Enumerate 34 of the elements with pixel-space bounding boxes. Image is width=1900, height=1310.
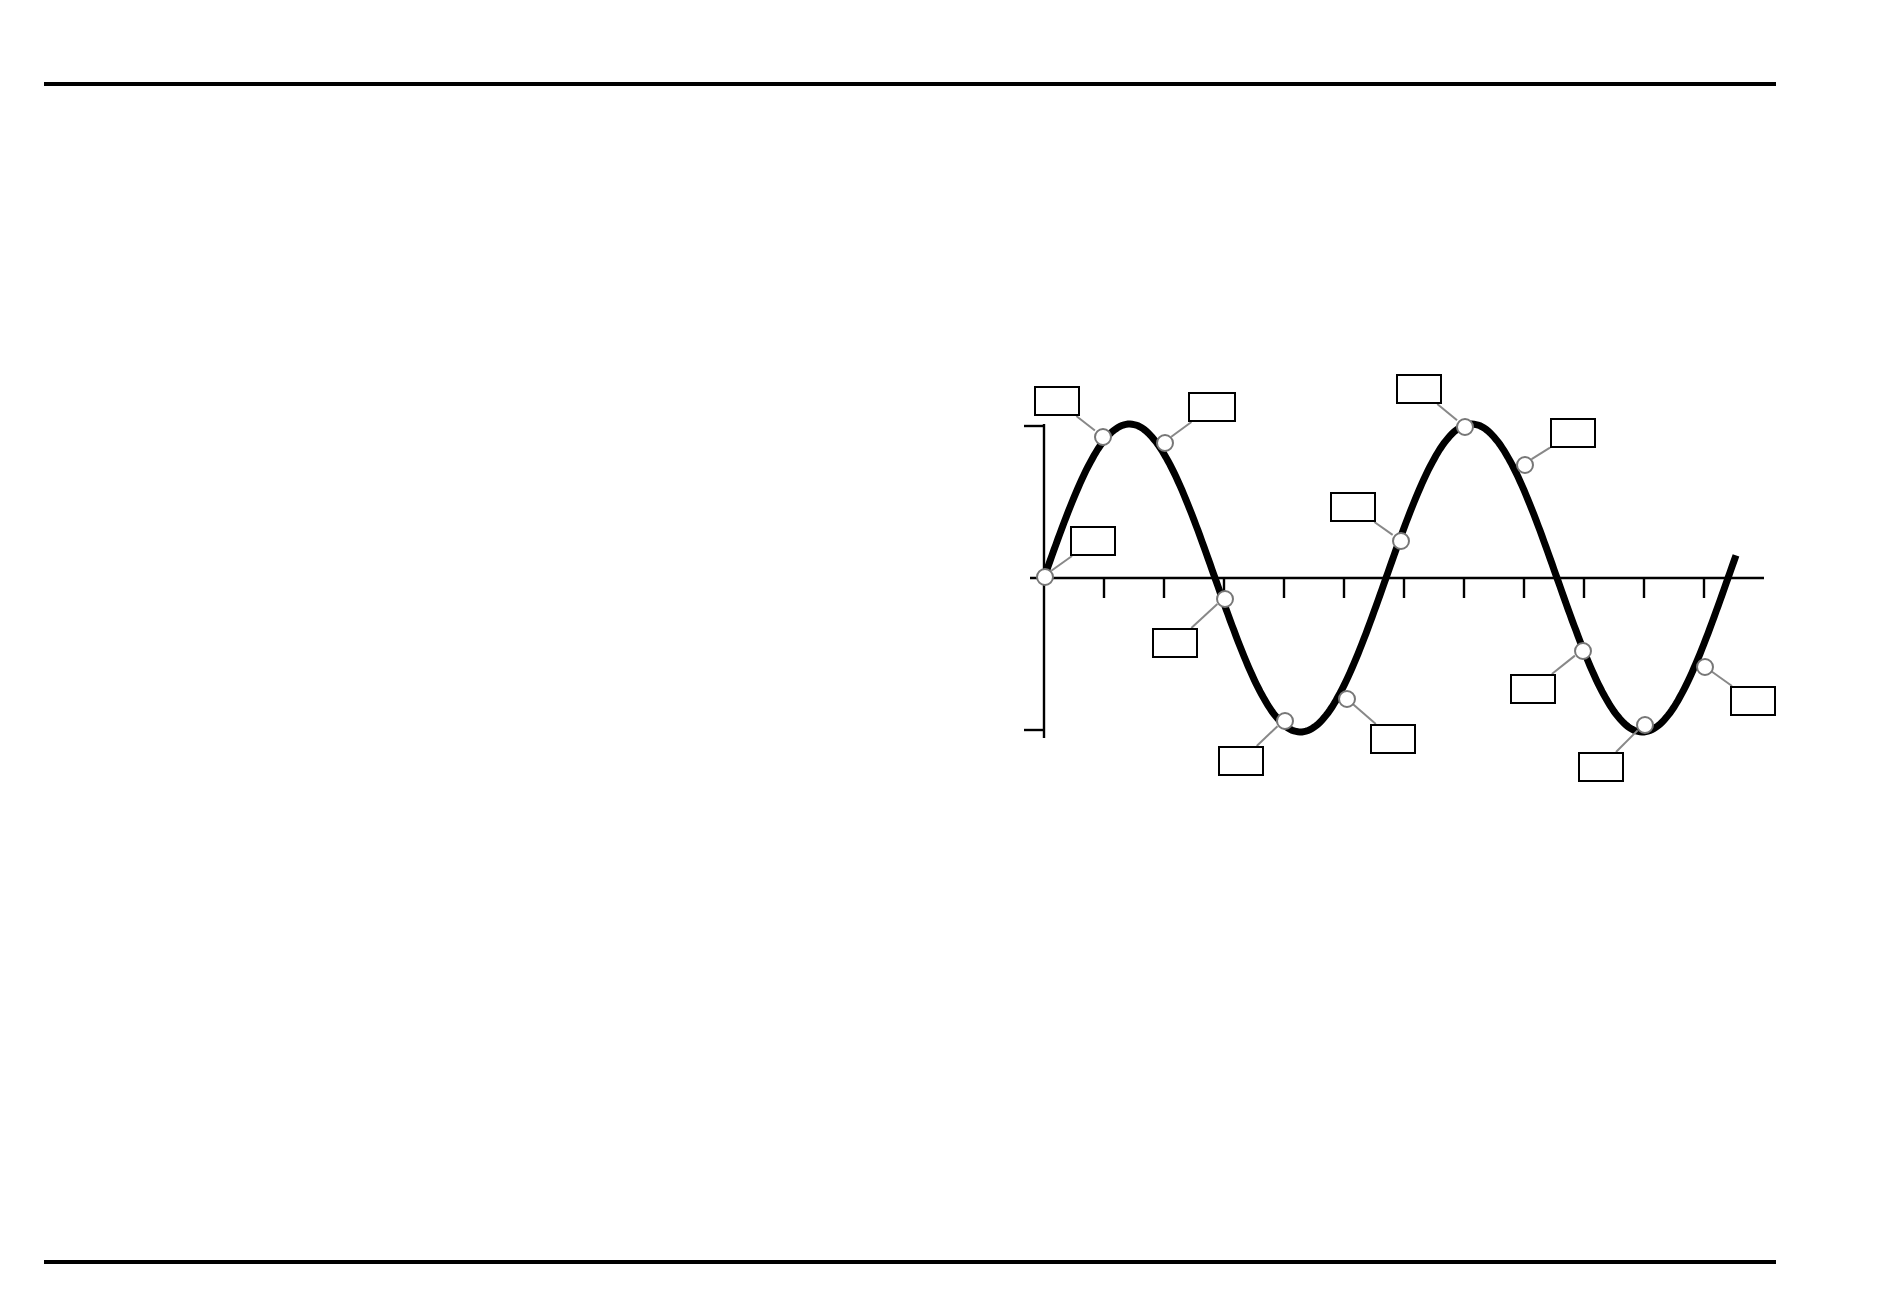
empty-label-box: [1578, 752, 1624, 782]
leader-line: [1190, 603, 1219, 629]
empty-label-box: [1330, 492, 1376, 522]
leader-line: [1351, 702, 1377, 725]
leader-line: [1550, 654, 1576, 675]
point-marker: [1635, 715, 1653, 733]
empty-label-box: [1550, 418, 1596, 448]
leader-line: [1255, 725, 1279, 747]
leader-line: [1050, 555, 1073, 572]
point-marker: [1215, 589, 1233, 607]
empty-label-box: [1034, 386, 1080, 416]
empty-label-box: [1730, 686, 1776, 716]
point-marker: [1515, 455, 1533, 473]
point-marker: [1093, 427, 1111, 445]
point-marker: [1391, 531, 1409, 549]
leader-line: [1075, 415, 1096, 432]
leader-line: [1530, 446, 1551, 461]
point-marker: [1455, 417, 1473, 435]
leader-line: [1615, 729, 1639, 753]
leader-line: [1170, 421, 1193, 438]
empty-label-box: [1188, 392, 1236, 422]
point-marker: [1035, 567, 1053, 585]
empty-label-box: [1370, 724, 1416, 754]
leader-line: [1373, 521, 1394, 536]
point-marker: [1275, 711, 1293, 729]
leader-line: [1436, 403, 1459, 422]
empty-label-box: [1070, 526, 1116, 556]
empty-label-box: [1510, 674, 1556, 704]
empty-label-box: [1396, 374, 1442, 404]
point-marker: [1573, 641, 1591, 659]
empty-label-box: [1152, 628, 1198, 658]
empty-label-box: [1218, 746, 1264, 776]
point-marker: [1155, 433, 1173, 451]
leader-line: [1710, 670, 1733, 687]
